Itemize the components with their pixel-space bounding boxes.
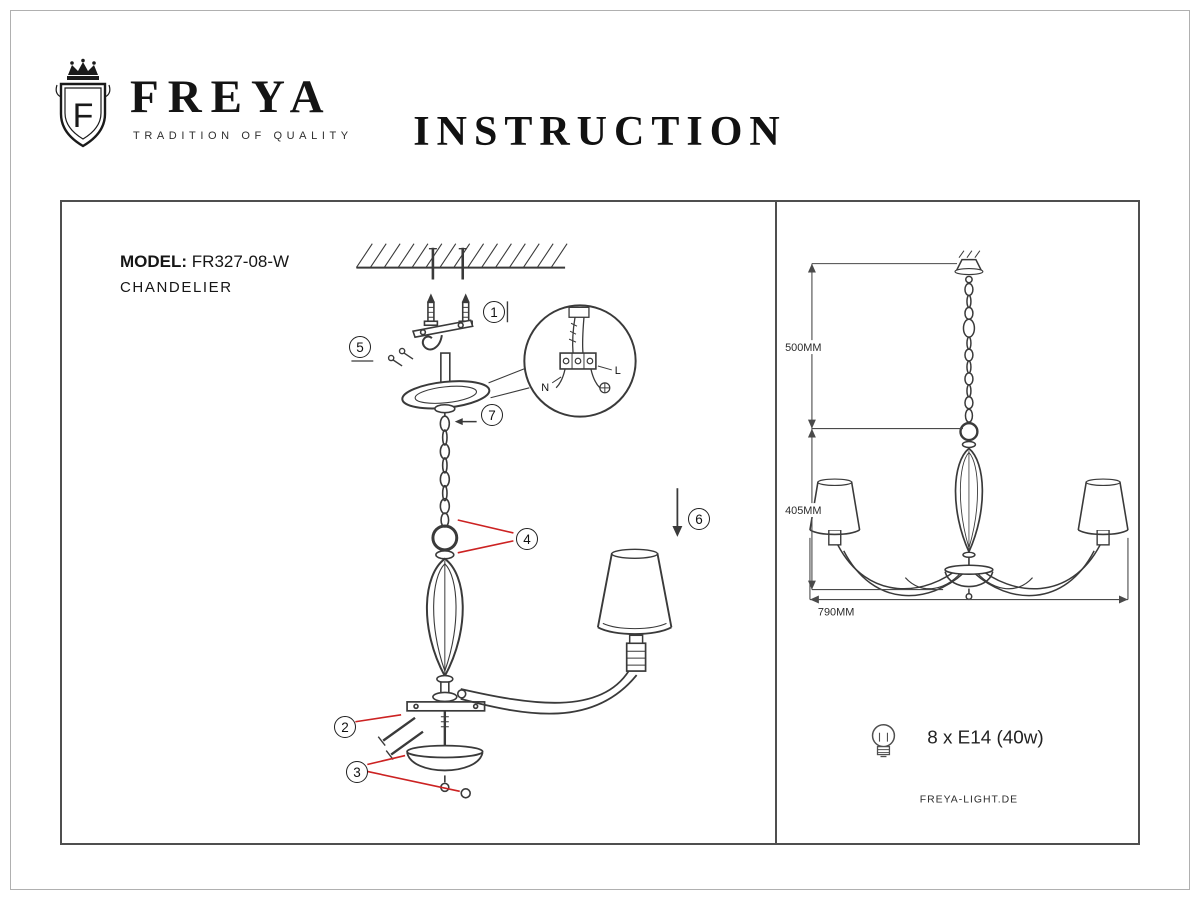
lampshade	[596, 548, 673, 635]
step4-leader-lines	[457, 519, 514, 554]
brand-logo: F FREYA TRADITION OF QUALITY	[52, 58, 353, 152]
dim-body-label: 405MM	[785, 505, 821, 517]
arm-socket	[625, 634, 647, 672]
arm-hub	[406, 701, 486, 712]
chain	[439, 412, 451, 515]
chandelier-silhouette	[809, 250, 1129, 601]
dimension-lines	[782, 263, 1129, 604]
bulb-spec: 8 x E14 (40w)	[927, 728, 1043, 749]
bottom-bowl	[406, 744, 484, 799]
crest-icon: F	[55, 58, 111, 148]
assembly-drawing: N L	[351, 243, 683, 799]
mounting-bracket	[411, 319, 474, 351]
step-marker-5: 5	[349, 336, 371, 358]
step-marker-4: 4	[516, 528, 538, 550]
crest-letter: F	[73, 97, 94, 135]
brand-text: FREYA TRADITION OF QUALITY	[130, 58, 353, 143]
step-marker-3: 3	[346, 761, 368, 783]
mounting-screws	[423, 293, 473, 327]
wall-anchors	[428, 247, 467, 280]
canopy	[401, 352, 491, 414]
step-marker-2: 2	[334, 716, 356, 738]
canopy-screws	[387, 347, 414, 367]
wire-label-l: L	[615, 365, 621, 377]
dim-chain-label: 500MM	[785, 342, 821, 354]
website: FREYA-LIGHT.DE	[920, 794, 1018, 805]
step-marker-7: 7	[481, 404, 503, 426]
ceiling-hatch	[355, 243, 568, 269]
instruction-sheet: MODEL: FR327-08-W CHANDELIER	[60, 200, 1140, 845]
step7-arrow-icon	[454, 418, 477, 426]
assembly-panel: MODEL: FR327-08-W CHANDELIER	[62, 202, 777, 843]
dim-width-label: 790MM	[818, 606, 854, 618]
ground-symbol-icon	[599, 382, 611, 394]
hanging-ring	[431, 524, 459, 552]
step-marker-1: 1	[483, 301, 505, 323]
model-info: MODEL: FR327-08-W CHANDELIER	[120, 252, 289, 296]
step6-arrow-icon	[672, 488, 683, 537]
page-title: INSTRUCTION	[413, 109, 787, 155]
dimensions-panel: 500MM 405MM 790MM 8 x E14 (40w) FREYA-LI…	[779, 202, 1140, 843]
chandelier-arm	[456, 670, 638, 715]
dimensions-drawing: 500MM 405MM 790MM 8 x E14 (40w) FREYA-LI…	[782, 250, 1129, 805]
model-label: MODEL:	[120, 252, 188, 271]
bulb-icon	[871, 723, 896, 758]
brand-tagline: TRADITION OF QUALITY	[133, 130, 353, 142]
product-type: CHANDELIER	[120, 279, 233, 296]
wiring-detail-circle: N L	[523, 304, 637, 418]
step-marker-6: 6	[688, 508, 710, 530]
brand-name: FREYA	[130, 71, 333, 123]
page-border	[10, 10, 1190, 890]
column-body	[425, 550, 464, 703]
step3-leader-lines	[367, 754, 460, 793]
center-rod	[440, 710, 449, 748]
detail-leader-lines	[488, 367, 530, 399]
wire-label-n: N	[541, 382, 549, 394]
step2-leader-line	[355, 714, 402, 723]
model-value: FR327-08-W	[191, 252, 290, 271]
